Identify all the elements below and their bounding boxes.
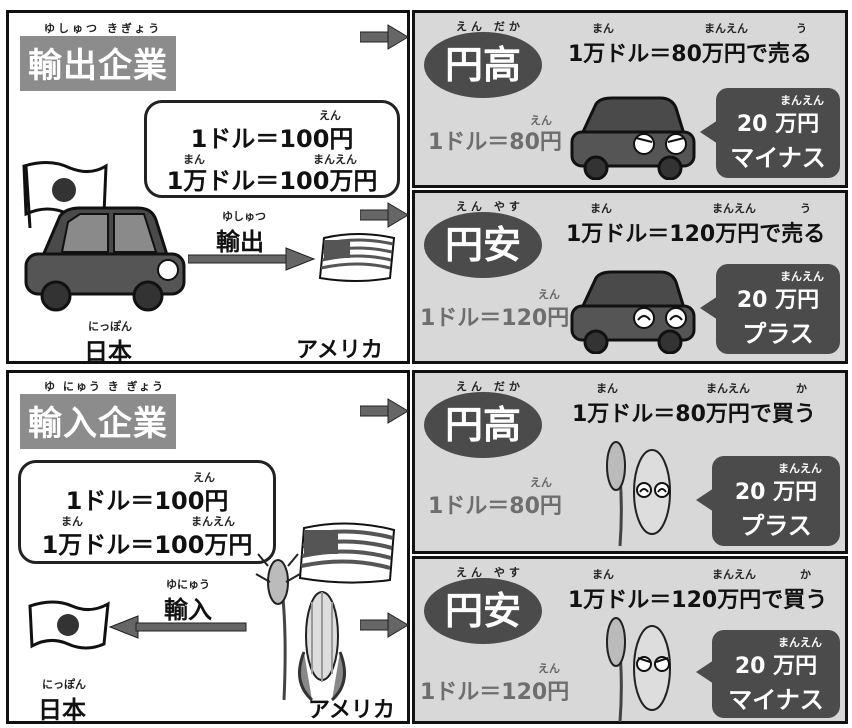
corn-happy-icon — [606, 441, 671, 547]
export-rate-line1: 1ドル＝100円 — [190, 125, 354, 153]
import-rate-line2: 1万ドル＝100万円 — [41, 531, 253, 559]
export-high-oval-ruby: えん だか — [456, 20, 524, 33]
export-low-oval-ruby: えん やす — [456, 200, 524, 213]
import-low-callout-line2: マイナス — [728, 686, 824, 714]
usa-flag-icon — [298, 522, 396, 584]
import-low-statement: 1万ドル＝120万円で買う — [568, 588, 828, 613]
export-low-rate: 1ドル＝120円 — [420, 306, 570, 331]
import-japan-label: 日本 — [38, 696, 86, 724]
callout-tail-icon — [696, 488, 714, 512]
callout-tail-icon — [700, 296, 718, 320]
import-low-stmt-ruby-ka: か — [800, 568, 811, 581]
export-title: 輸出企業 — [20, 36, 176, 91]
export-low-statement: 1万ドル＝120万円で売る — [566, 222, 826, 247]
import-title: 輸入企業 — [20, 394, 176, 449]
import-high-callout-line1: 20 万円 — [734, 480, 818, 505]
export-high-stmt-ruby-u: う — [796, 22, 807, 35]
corn-sad-icon — [606, 617, 671, 723]
import-america-label: アメリカ — [308, 698, 395, 723]
import-low-rate-ruby: えん — [538, 662, 560, 675]
import-ruby-manen: まんえん — [191, 515, 235, 528]
export-title-ruby: ゆしゅつ きぎょう — [44, 22, 163, 35]
export-japan-label: 日本 — [84, 338, 132, 366]
export-ruby-manen: まんえん — [313, 153, 357, 166]
import-high-rate: 1ドル＝80円 — [428, 494, 562, 519]
import-low-rate: 1ドル＝120円 — [420, 680, 570, 705]
export-arrow-label: 輸出 — [216, 228, 264, 256]
import-low-stmt-ruby-man: まん — [592, 568, 614, 581]
arrow-to-high-icon — [360, 24, 409, 50]
export-low-callout: まんえん 20 万円 プラス — [716, 264, 840, 354]
import-high-stmt-ruby-man: まん — [596, 382, 618, 395]
arrow-to-high-icon — [360, 398, 409, 424]
export-low-callout-ruby: まんえん — [780, 270, 824, 283]
import-high-callout-ruby: まんえん — [778, 462, 822, 475]
export-high-rate-ruby: えん — [530, 114, 552, 127]
import-low-callout-line1: 20 万円 — [734, 654, 818, 679]
arrow-to-low-icon — [360, 612, 409, 638]
callout-tail-icon — [696, 660, 714, 684]
export-high-stmt-ruby-man: まん — [592, 22, 614, 35]
export-ruby-man: まん — [183, 153, 205, 166]
export-arrow-ruby: ゆしゅつ — [222, 210, 266, 223]
import-arrow-icon — [108, 615, 247, 639]
import-high-callout: まんえん 20 万円 プラス — [712, 456, 840, 546]
import-rate-box: えん 1ドル＝100円 まん まんえん 1万ドル＝100万円 — [18, 460, 276, 564]
export-low-stmt-ruby-man: まん — [590, 202, 612, 215]
import-rate-line1: 1ドル＝100円 — [65, 487, 229, 515]
import-high-oval: 円高 — [424, 392, 542, 458]
import-high-oval-ruby: えん だか — [456, 380, 524, 393]
corn-icon — [298, 591, 346, 702]
export-japan-ruby: にっぽん — [88, 320, 132, 333]
japan-flag-icon — [28, 600, 110, 650]
wheat-icon — [255, 553, 301, 701]
export-america-label: アメリカ — [296, 338, 383, 363]
import-low-callout-ruby: まんえん — [778, 636, 822, 649]
import-ruby-en: えん — [193, 471, 215, 484]
callout-tail-icon — [700, 120, 718, 144]
arrow-to-low-icon — [360, 202, 409, 228]
export-low-stmt-ruby-u: う — [800, 202, 811, 215]
import-high-stmt-ruby-manen: まんえん — [706, 382, 750, 395]
usa-flag-icon — [318, 233, 396, 282]
export-high-callout-ruby: まんえん — [780, 94, 824, 107]
export-rate-box: えん 1ドル＝100円 まん まんえん 1万ドル＝100万円 — [144, 100, 400, 198]
export-low-callout-line2: プラス — [742, 320, 814, 348]
import-high-rate-ruby: えん — [530, 476, 552, 489]
import-high-statement: 1万ドル＝80万円で買う — [572, 402, 816, 427]
export-rate-line2: 1万ドル＝100万円 — [166, 167, 378, 195]
import-japan-ruby: にっぽん — [42, 678, 86, 691]
export-low-callout-line1: 20 万円 — [736, 288, 820, 313]
import-title-ruby: ゆ にゅう き ぎょう — [44, 380, 165, 393]
car-happy-icon — [570, 270, 696, 354]
import-low-oval: 円安 — [424, 578, 542, 644]
import-low-callout: まんえん 20 万円 マイナス — [712, 630, 840, 718]
export-ruby-en: えん — [319, 109, 341, 122]
car-sad-icon — [570, 96, 696, 180]
export-high-callout: まんえん 20 万円 マイナス — [716, 88, 840, 178]
export-low-oval: 円安 — [424, 212, 542, 278]
japan-flag-icon — [22, 161, 108, 228]
export-high-stmt-ruby-manen: まんえん — [704, 22, 748, 35]
import-ruby-man: まん — [61, 515, 83, 528]
export-arrow-icon — [188, 247, 316, 271]
export-high-statement: 1万ドル＝80万円で売る — [568, 42, 812, 67]
import-high-stmt-ruby-ka: か — [796, 382, 807, 395]
car-icon — [24, 206, 186, 312]
import-arrow-label: 輸入 — [164, 596, 212, 624]
import-arrow-ruby: ゆにゅう — [166, 578, 210, 591]
export-high-oval: 円高 — [424, 32, 542, 98]
export-high-callout-line1: 20 万円 — [736, 112, 820, 137]
export-high-callout-line2: マイナス — [730, 144, 826, 172]
import-high-callout-line2: プラス — [740, 512, 812, 540]
import-low-stmt-ruby-manen: まんえん — [712, 568, 756, 581]
export-low-rate-ruby: えん — [538, 288, 560, 301]
export-high-rate: 1ドル＝80円 — [428, 130, 562, 155]
export-low-stmt-ruby-manen: まんえん — [712, 202, 756, 215]
import-low-oval-ruby: えん やす — [456, 566, 524, 579]
